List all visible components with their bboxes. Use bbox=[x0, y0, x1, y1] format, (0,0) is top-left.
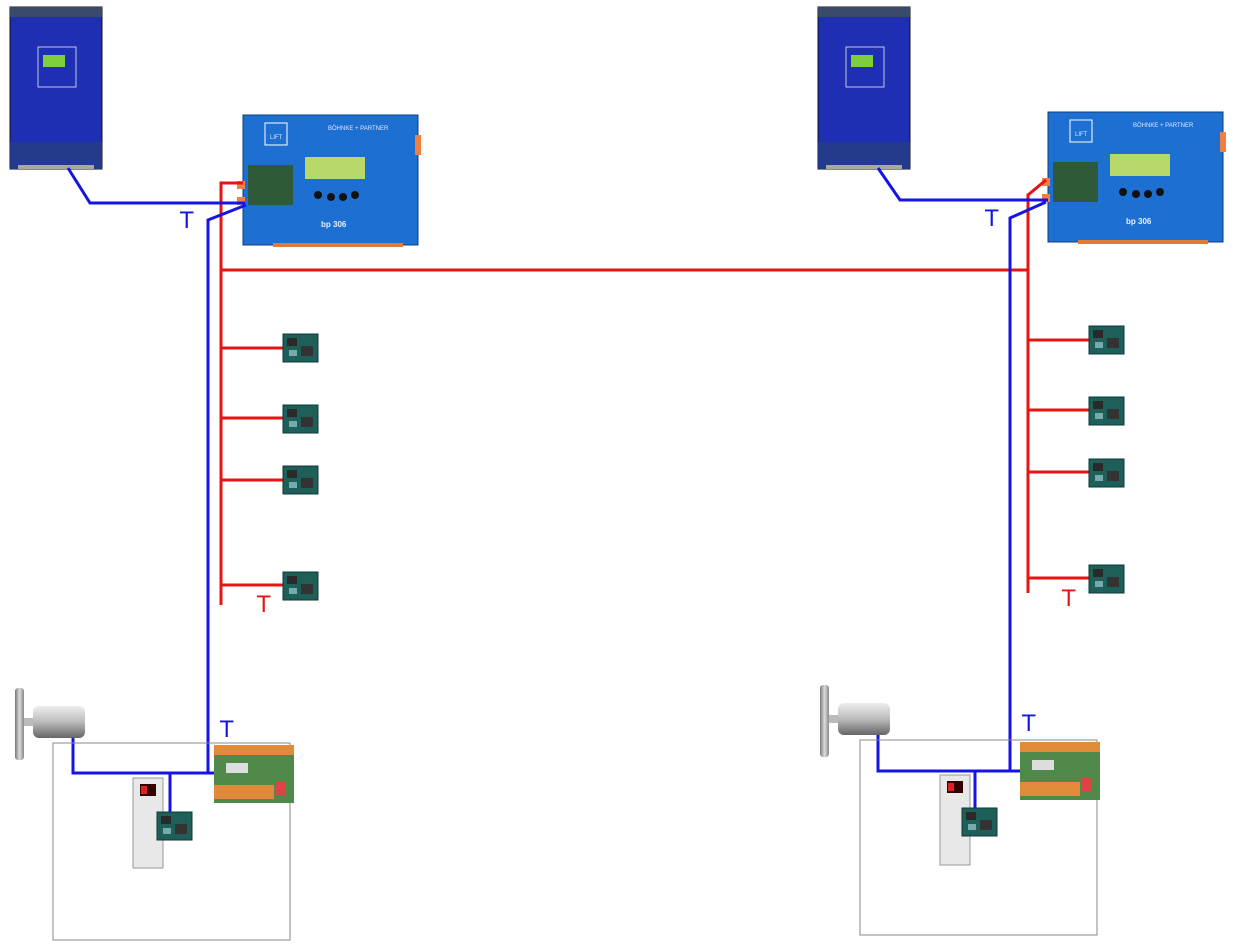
terminator-label: T bbox=[984, 207, 999, 232]
shaft-module bbox=[1088, 564, 1125, 594]
elevator-car bbox=[859, 739, 1098, 936]
blue-can-bus bbox=[876, 167, 1048, 808]
shaft-module bbox=[282, 465, 319, 495]
shaft-module bbox=[282, 333, 319, 363]
frequency-inverter bbox=[817, 6, 911, 170]
red-can-bus bbox=[1026, 178, 1090, 593]
controller-board: BÖHNKE + PARTNER LIFT bp 306 bbox=[1041, 111, 1227, 245]
left-system: BÖHNKE + PARTNER LIFT bp 306 T T T bbox=[9, 6, 1028, 941]
right-system: BÖHNKE + PARTNER LIFT bp 306 T T T bbox=[817, 6, 1227, 936]
cop-module bbox=[961, 807, 998, 837]
cop-module bbox=[156, 811, 193, 841]
terminator-label: T bbox=[219, 718, 234, 743]
shaft-module bbox=[1088, 458, 1125, 488]
brand-label: BÖHNKE + PARTNER bbox=[1133, 122, 1194, 129]
terminator-label: T bbox=[1021, 712, 1036, 737]
shaft-module bbox=[282, 404, 319, 434]
terminator-label: T bbox=[256, 593, 271, 618]
terminator-label: T bbox=[1061, 587, 1076, 612]
model-label: bp 306 bbox=[321, 220, 347, 229]
brand-label: BÖHNKE + PARTNER bbox=[328, 125, 389, 132]
logo-label: LIFT bbox=[270, 135, 283, 141]
terminator-label: T bbox=[179, 209, 194, 234]
model-label: bp 306 bbox=[1126, 217, 1152, 226]
shaft-module bbox=[1088, 325, 1125, 355]
logo-label: LIFT bbox=[1075, 132, 1088, 138]
shaft-module bbox=[1088, 396, 1125, 426]
car-board bbox=[1020, 742, 1100, 800]
car-board bbox=[214, 745, 294, 803]
elevator-car bbox=[52, 742, 291, 941]
controller-board: BÖHNKE + PARTNER LIFT bp 306 bbox=[236, 114, 422, 248]
frequency-inverter bbox=[9, 6, 103, 170]
shaft-module bbox=[282, 571, 319, 601]
blue-can-bus bbox=[66, 167, 247, 812]
red-can-bus bbox=[219, 181, 1028, 605]
